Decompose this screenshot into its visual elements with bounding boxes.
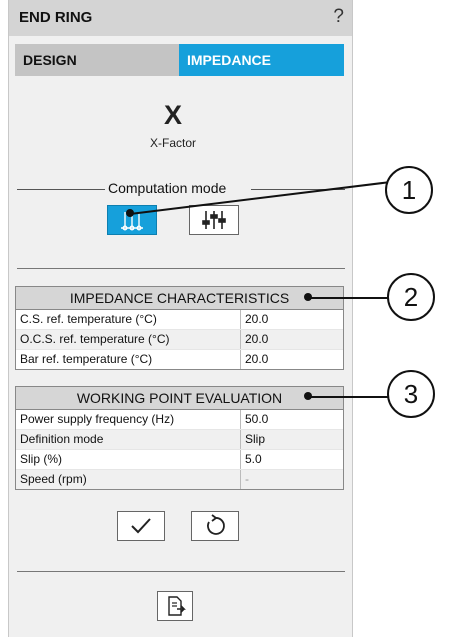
computation-mode-2-icon (202, 211, 226, 229)
row-label: Power supply frequency (Hz) (16, 410, 241, 429)
callout-2: 2 (387, 273, 435, 321)
speed-field: - (245, 472, 249, 486)
callout-dot-2 (304, 293, 312, 301)
row-label: C.S. ref. temperature (°C) (16, 310, 241, 329)
impedance-characteristics-header: IMPEDANCE CHARACTERISTICS (16, 287, 343, 310)
impedance-characteristics-group: IMPEDANCE CHARACTERISTICS C.S. ref. temp… (15, 286, 344, 370)
tab-design[interactable]: DESIGN (15, 44, 179, 76)
confirm-button[interactable] (117, 511, 165, 541)
table-row: Speed (rpm) - (16, 470, 343, 489)
cs-ref-temperature-field[interactable]: 20.0 (245, 312, 269, 326)
callout-dot-3 (304, 392, 312, 400)
row-label: Definition mode (16, 430, 241, 449)
panel-title: END RING (19, 9, 93, 26)
computation-mode-1-icon (121, 212, 143, 231)
row-label: Bar ref. temperature (°C) (16, 350, 241, 369)
tab-impedance[interactable]: IMPEDANCE (179, 44, 344, 76)
help-icon[interactable]: ? (333, 6, 344, 27)
computation-mode-label: Computation mode (108, 180, 227, 196)
table-row: Definition mode Slip (16, 430, 343, 450)
computation-mode-divider-left (17, 189, 105, 190)
table-row: Bar ref. temperature (°C) 20.0 (16, 350, 343, 369)
table-row: O.C.S. ref. temperature (°C) 20.0 (16, 330, 343, 350)
bar-ref-temperature-field[interactable]: 20.0 (245, 352, 269, 366)
computation-mode-2-button[interactable] (189, 205, 239, 235)
check-icon (131, 518, 151, 534)
row-label: Slip (%) (16, 450, 241, 469)
callout-dot-1 (126, 209, 134, 217)
table-row: Power supply frequency (Hz) 50.0 (16, 410, 343, 430)
callout-line-2 (308, 297, 388, 299)
slip-field[interactable]: 5.0 (245, 452, 262, 466)
power-supply-frequency-field[interactable]: 50.0 (245, 412, 269, 426)
title-bar: END RING ? (9, 0, 352, 36)
footer-divider (17, 571, 345, 572)
reset-button[interactable] (191, 511, 239, 541)
row-label: Speed (rpm) (16, 470, 241, 489)
callout-3: 3 (387, 370, 435, 418)
table-row: C.S. ref. temperature (°C) 20.0 (16, 310, 343, 330)
exit-icon (168, 596, 186, 616)
table-row: Slip (%) 5.0 (16, 450, 343, 470)
ocs-ref-temperature-field[interactable]: 20.0 (245, 332, 269, 346)
end-ring-panel: END RING ? DESIGN IMPEDANCE X X-Factor C… (8, 0, 353, 637)
working-point-evaluation-header: WORKING POINT EVALUATION (16, 387, 343, 410)
x-factor-label: X-Factor (150, 136, 197, 150)
exit-button[interactable] (157, 591, 193, 621)
computation-mode-divider-right (251, 189, 345, 190)
definition-mode-select[interactable]: Slip (245, 432, 266, 446)
callout-1: 1 (385, 166, 433, 214)
callout-line-3 (308, 396, 388, 398)
x-factor-icon: X (164, 100, 183, 130)
row-label: O.C.S. ref. temperature (°C) (16, 330, 241, 349)
section-divider (17, 268, 345, 269)
working-point-evaluation-group: WORKING POINT EVALUATION Power supply fr… (15, 386, 344, 490)
reset-icon (207, 514, 225, 535)
